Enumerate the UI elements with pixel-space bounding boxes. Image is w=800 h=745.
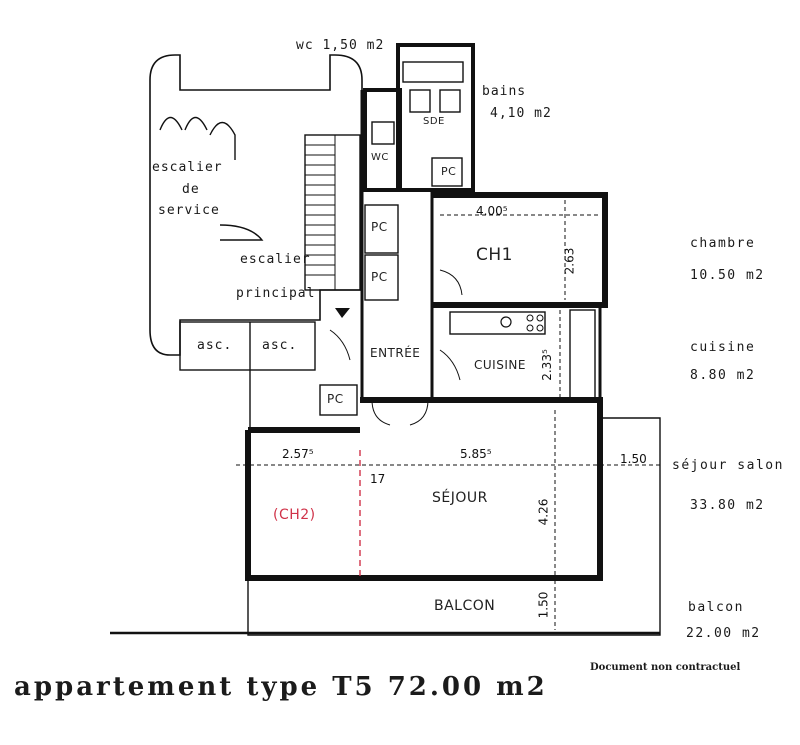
sejour-label: SÉJOUR xyxy=(432,490,488,506)
dimension-257: 2.57⁵ xyxy=(282,447,314,461)
cuisine-label: CUISINE xyxy=(474,358,526,372)
elevator-label-1: asc. xyxy=(197,338,233,353)
legend-sejour-name: séjour salon xyxy=(672,458,784,473)
closet-label-4: PC xyxy=(327,392,344,406)
legend-chambre-area: 10.50 m2 xyxy=(690,268,765,283)
dimension-17: 17 xyxy=(370,472,386,486)
dimension-233: 2.33⁵ xyxy=(539,349,554,381)
entree-label: ENTRÉE xyxy=(370,346,421,360)
legend-cuisine-area: 8.80 m2 xyxy=(690,368,756,383)
dimension-150-vertical: 1.50 xyxy=(536,591,551,619)
dimension-263: 2.63 xyxy=(562,247,577,275)
disclaimer-note: Document non contractuel xyxy=(590,662,741,673)
legend-sejour-area: 33.80 m2 xyxy=(690,498,765,513)
closet-label-3: PC xyxy=(441,165,457,178)
service-stair-label-2: de xyxy=(182,182,200,197)
service-stair-label-3: service xyxy=(158,203,220,218)
main-stair-label-2: principal xyxy=(236,286,316,301)
closet-label-2: PC xyxy=(371,270,388,284)
legend-cuisine-name: cuisine xyxy=(690,340,756,355)
ch2-label: (CH2) xyxy=(273,507,316,523)
service-stair-label-1: escalier xyxy=(152,160,223,175)
closet-label-1: PC xyxy=(371,220,388,234)
sde-label: SDE xyxy=(423,116,445,127)
apartment-type-title: appartement type T5 72.00 m2 xyxy=(14,672,548,702)
dimension-400: 4.00⁵ xyxy=(476,204,508,218)
wc-label: wc 1,50 m2 xyxy=(296,38,385,53)
bains-label: bains xyxy=(482,84,527,99)
bains-area: 4,10 m2 xyxy=(490,106,552,121)
service-stair-outline xyxy=(149,54,363,356)
legend-chambre-name: chambre xyxy=(690,236,756,251)
legend-balcon-area: 22.00 m2 xyxy=(686,626,761,641)
legend-balcon-name: balcon xyxy=(688,600,744,615)
dimension-585: 5.85⁵ xyxy=(460,447,492,461)
ch1-label: CH1 xyxy=(476,245,513,265)
balcon-label: BALCON xyxy=(434,598,496,614)
dimension-426: 4.26 xyxy=(536,498,551,526)
elevator-label-2: asc. xyxy=(262,338,298,353)
wc-short-label: WC xyxy=(371,152,389,163)
main-stair-label-1: escalier xyxy=(240,252,311,267)
dimension-150-horizontal: 1.50 xyxy=(620,452,647,466)
